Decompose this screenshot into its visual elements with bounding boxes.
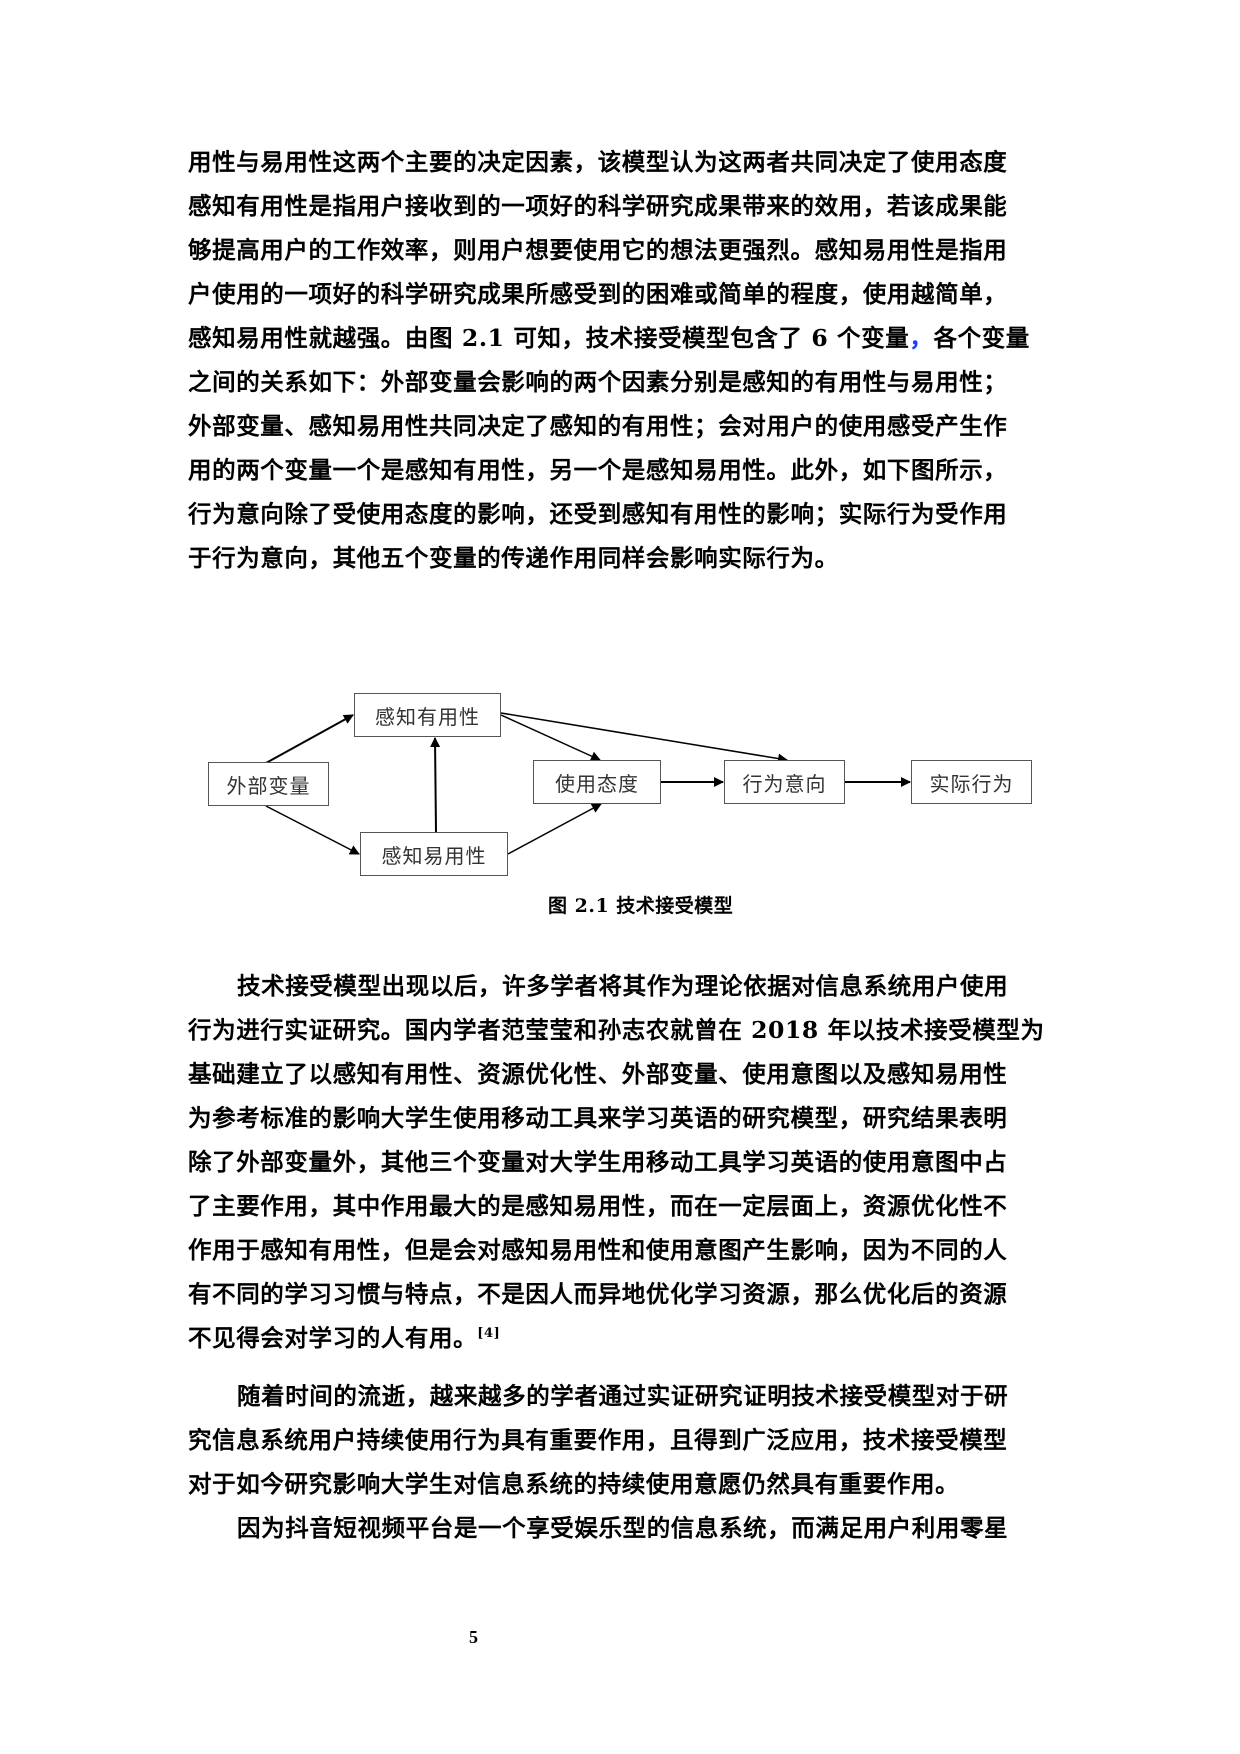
arrow-external-to-usefulness (265, 714, 354, 764)
citation-ref[interactable]: [4] (477, 1326, 501, 1341)
node-external-variables: 外部变量 (208, 762, 329, 806)
text-line: 外部变量、感知易用性共同决定了感知的有用性；会对用户的使用感受产生作 (188, 412, 1008, 440)
arrow-usefulness-to-attitude (500, 714, 601, 761)
text-line: 感知易用性就越强。由图 2.1 可知，技术接受模型包含了 6 个变量，各个变量 (188, 323, 1058, 353)
node-intention: 行为意向 (724, 760, 845, 804)
figure-caption: 图 2.1 技术接受模型 (548, 895, 734, 917)
text-line: 为参考标准的影响大学生使用移动工具来学习英语的研究模型，研究结果表明 (188, 1104, 1008, 1132)
node-perceived-usefulness: 感知有用性 (354, 693, 501, 737)
text-line: 之间的关系如下：外部变量会影响的两个因素分别是感知的有用性与易用性； (188, 368, 1008, 396)
text-line: 用性与易用性这两个主要的决定因素，该模型认为这两者共同决定了使用态度 (188, 148, 1008, 176)
text-line: 除了外部变量外，其他三个变量对大学生用移动工具学习英语的使用意图中占 (188, 1148, 1008, 1176)
blue-comma: ， (909, 324, 934, 352)
text-line: 用的两个变量一个是感知有用性，另一个是感知易用性。此外，如下图所示， (188, 456, 1008, 484)
text-segment: 不见得会对学习的人有用。 (188, 1324, 478, 1352)
text-line: 技术接受模型出现以后，许多学者将其作为理论依据对信息系统用户使用 (237, 972, 1009, 1000)
text-line: 基础建立了以感知有用性、资源优化性、外部变量、使用意图以及感知易用性 (188, 1060, 1008, 1088)
text-line: 了主要作用，其中作用最大的是感知易用性，而在一定层面上，资源优化性不 (188, 1192, 1008, 1220)
text-line: 作用于感知有用性，但是会对感知易用性和使用意图产生影响，因为不同的人 (188, 1236, 1008, 1264)
arrow-ease-to-usefulness (430, 737, 441, 833)
text-segment: 感知易用性就越强。由图 2.1 可知，技术接受模型包含了 6 个变量 (188, 324, 910, 352)
text-line: 够提高用户的工作效率，则用户想要使用它的想法更强烈。感知易用性是指用 (188, 236, 1008, 264)
text-line: 行为进行实证研究。国内学者范莹莹和孙志农就曾在 2018 年以技术接受模型为 (188, 1016, 1045, 1044)
text-line: 有不同的学习习惯与特点，不是因人而异地优化学习资源，那么优化后的资源 (188, 1280, 1008, 1308)
text-line: 感知有用性是指用户接收到的一项好的科学研究成果带来的效用，若该成果能 (188, 192, 1008, 220)
node-perceived-ease-of-use: 感知易用性 (360, 832, 508, 876)
text-line: 对于如今研究影响大学生对信息系统的持续使用意愿仍然具有重要作用。 (188, 1470, 960, 1498)
text-line: 户使用的一项好的科学研究成果所感受到的困难或简单的程度，使用越简单， (188, 280, 1008, 308)
text-line: 随着时间的流逝，越来越多的学者通过实证研究证明技术接受模型对于研 (237, 1382, 1009, 1410)
text-segment: 各个变量 (933, 324, 1030, 352)
node-actual-behavior: 实际行为 (911, 760, 1032, 804)
page-number: 5 (469, 1627, 478, 1647)
arrow-ease-to-attitude (507, 803, 602, 855)
text-line: 因为抖音短视频平台是一个享受娱乐型的信息系统，而满足用户利用零星 (237, 1514, 1009, 1542)
text-line: 于行为意向，其他五个变量的传递作用同样会影响实际行为。 (188, 544, 839, 572)
text-line: 不见得会对学习的人有用。[4] (188, 1323, 1058, 1353)
arrow-usefulness-to-intention (500, 712, 788, 764)
text-line: 行为意向除了受使用态度的影响，还受到感知有用性的影响；实际行为受作用 (188, 500, 1008, 528)
node-attitude: 使用态度 (533, 760, 661, 804)
text-line: 究信息系统用户持续使用行为具有重要作用，且得到广泛应用，技术接受模型 (188, 1426, 1008, 1454)
arrow-external-to-ease (265, 805, 360, 855)
